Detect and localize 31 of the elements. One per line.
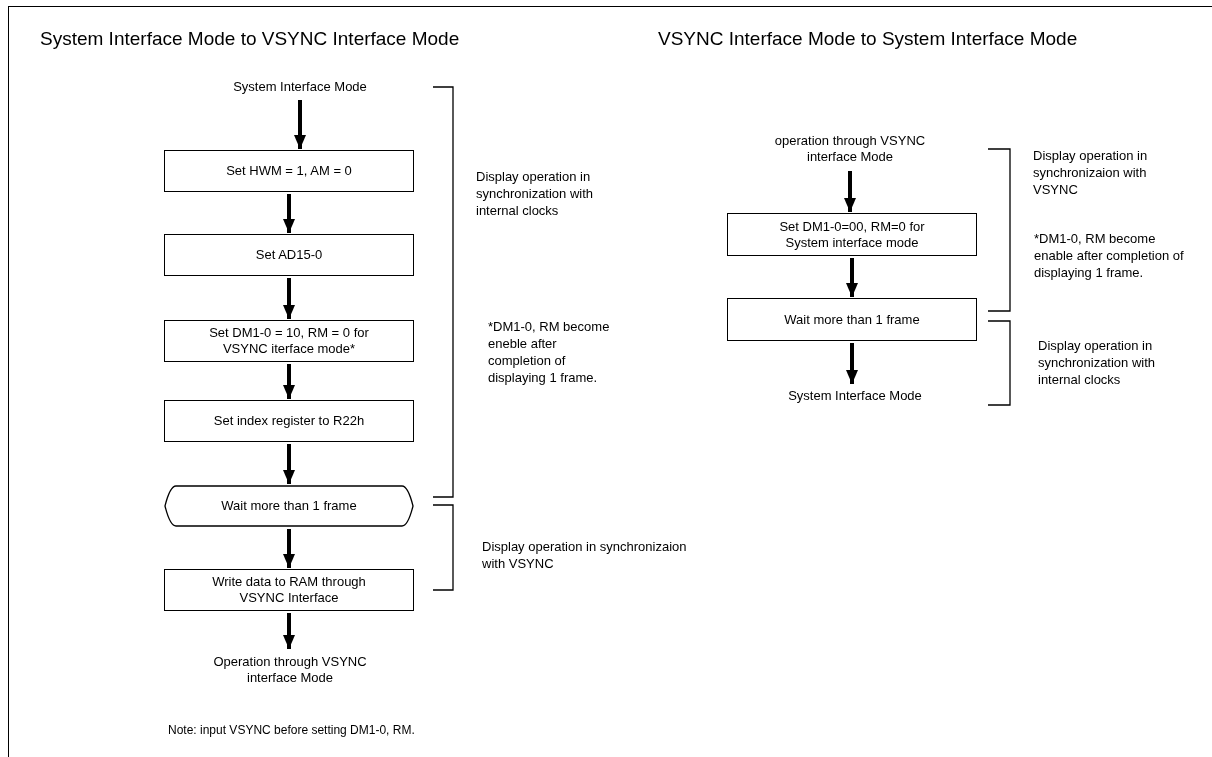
state-text: System Interface Mode — [200, 76, 400, 98]
arrow — [294, 100, 306, 149]
state-text: System Interface Mode — [760, 385, 950, 407]
arrow — [846, 258, 858, 297]
note-text: Note: input VSYNC before setting DM1-0, RM. — [168, 722, 416, 739]
process-box: Set DM1-0 = 10, RM = 0 for VSYNC iterface mode* — [164, 320, 414, 362]
arrow — [283, 364, 295, 399]
process-box: Set AD15-0 — [164, 234, 414, 276]
process-box: Set DM1-0=00, RM=0 for System interface mode — [727, 213, 977, 256]
state-text: Operation through VSYNC interface Mode — [200, 650, 380, 690]
annotation-text: Display operation in synchronization with internal clocks — [1038, 337, 1157, 388]
arrow — [283, 194, 295, 233]
arrow — [283, 529, 295, 568]
terminal-shape: Wait more than 1 frame — [164, 485, 414, 527]
state-text: operation through VSYNC interface Mode — [760, 129, 940, 169]
annotation-text: *DM1-0, RM become enable after completion of displaying 1 frame. — [1034, 230, 1184, 281]
arrow — [283, 444, 295, 484]
section-heading: VSYNC Interface Mode to System Interface Mode — [658, 30, 1079, 47]
section-heading: System Interface Mode to VSYNC Interface Mode — [40, 30, 461, 47]
arrow — [283, 613, 295, 649]
annotation-text: Display operation in synchronization with internal clocks — [476, 168, 595, 219]
arrow — [846, 343, 858, 384]
process-box: Set index register to R22h — [164, 400, 414, 442]
process-box: Wait more than 1 frame — [727, 298, 977, 341]
annotation-text: Display operation in synchronizaion with VSYNC — [1033, 147, 1149, 198]
arrow — [283, 278, 295, 319]
process-box: Set HWM = 1, AM = 0 — [164, 150, 414, 192]
process-box: Write data to RAM through VSYNC Interface — [164, 569, 414, 611]
annotation-text: *DM1-0, RM become eneble after completion of displaying 1 frame. — [488, 318, 611, 386]
arrow — [844, 171, 856, 212]
annotation-text: Display operation in synchronizaion with VSYNC — [482, 538, 688, 572]
